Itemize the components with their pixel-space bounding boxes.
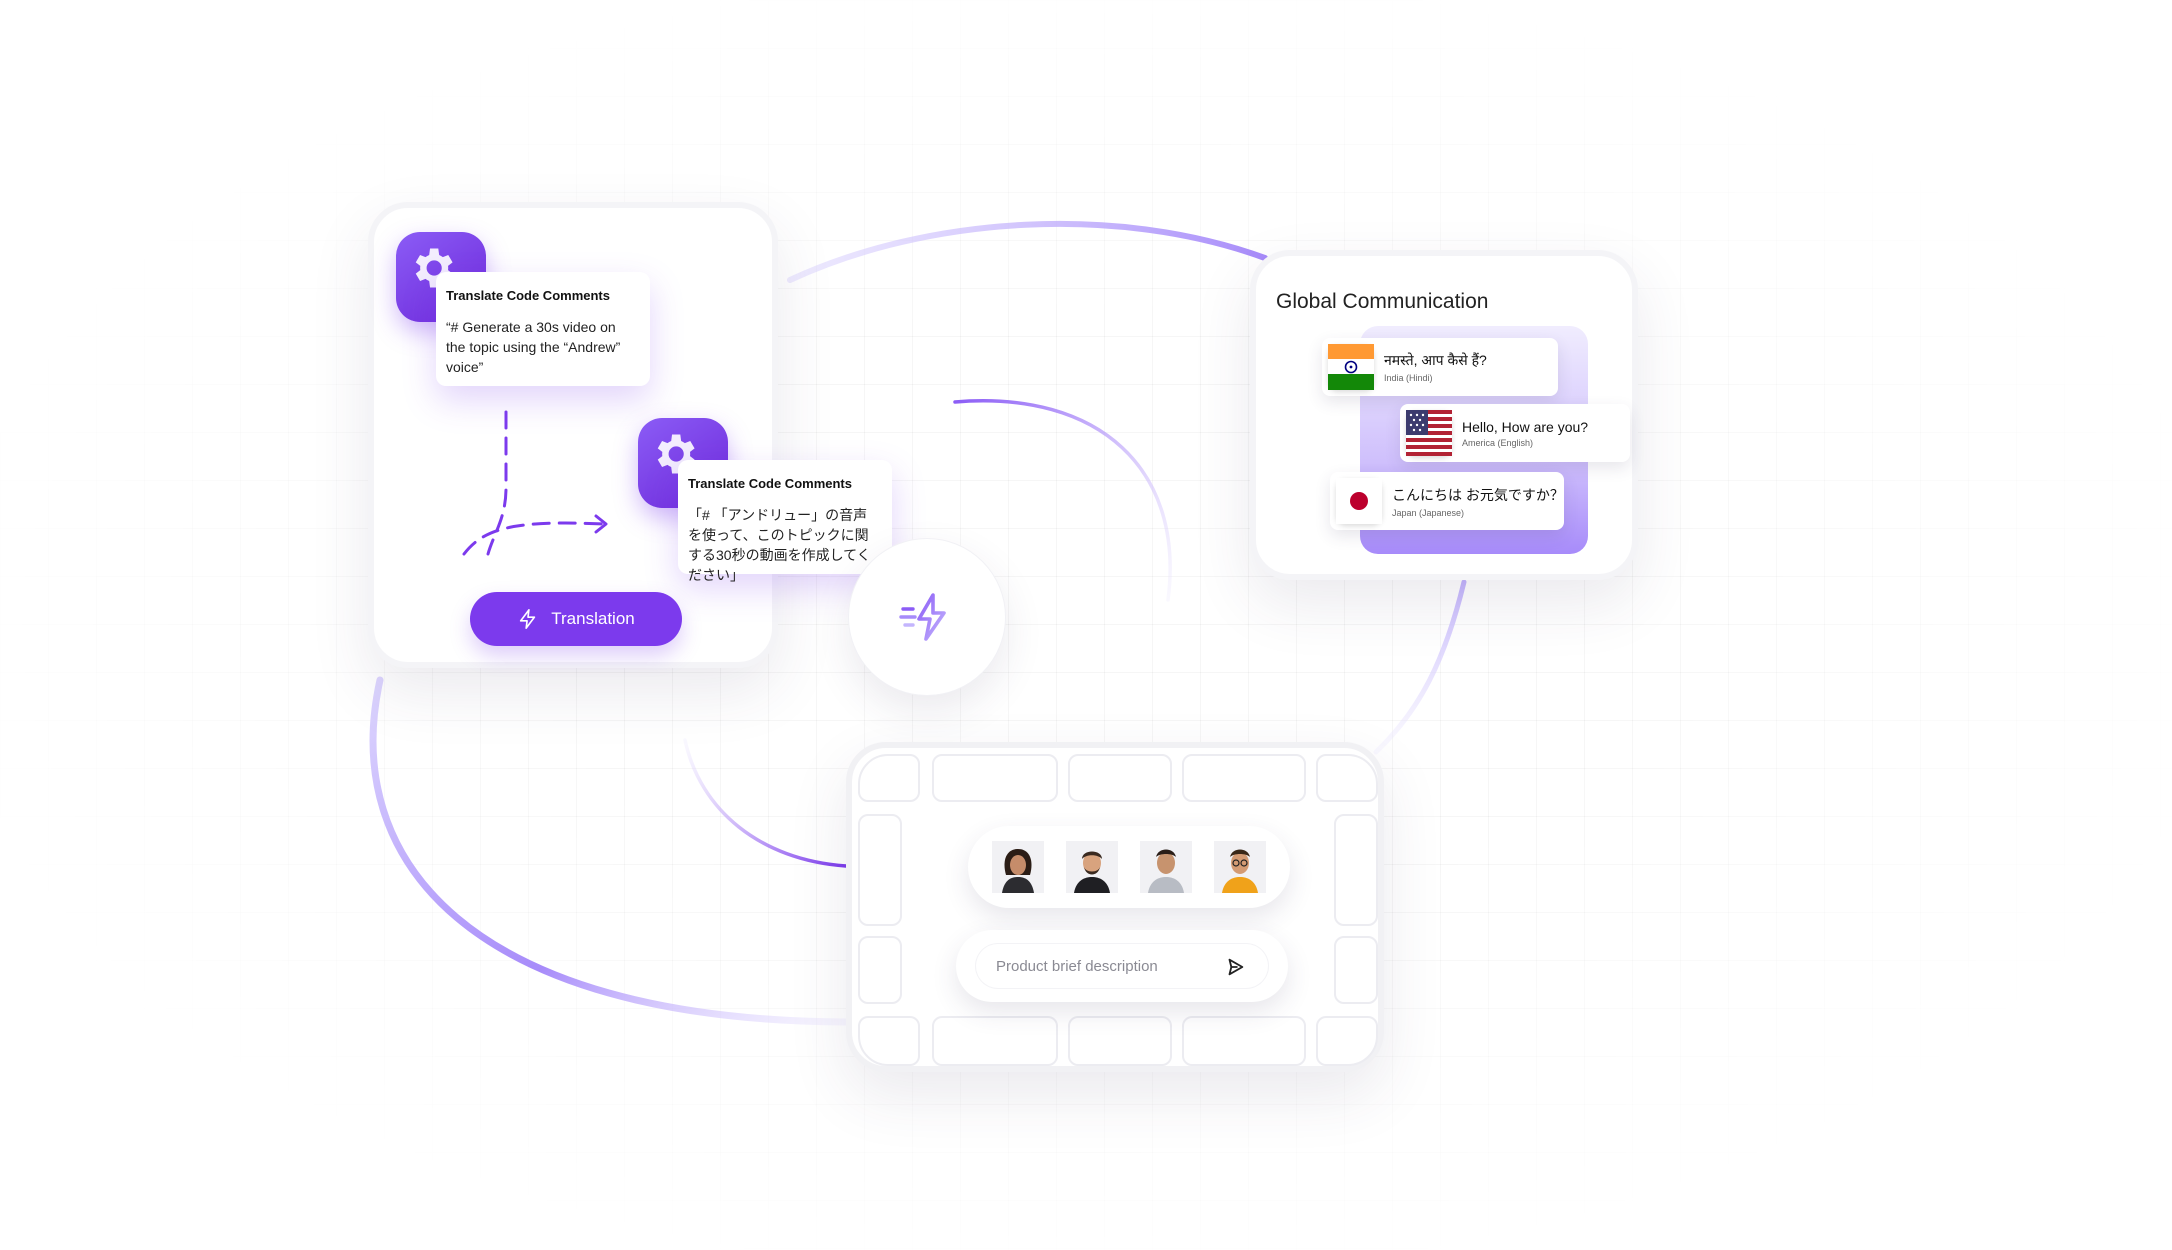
seat (858, 754, 920, 802)
translation-button-label: Translation (551, 609, 635, 628)
global-communication-title: Global Communication (1276, 290, 1489, 313)
avatar[interactable] (1140, 841, 1192, 893)
message-japanese-language: Japan (Japanese) (1392, 507, 1465, 518)
seat (1334, 814, 1378, 926)
note-english: Translate Code Comments “# Generate a 30… (436, 272, 650, 386)
curve-middle (953, 399, 1172, 602)
note-japanese: Translate Code Comments 「# 「アンドリュー」の音声を使… (678, 460, 892, 583)
message-japanese: こんにちは お元気ですか？ Japan (Japanese) (1330, 472, 1564, 530)
message-hindi-language: India (Hindi) (1384, 373, 1433, 383)
japan-flag-icon (1336, 478, 1382, 524)
fast-lightning-icon (899, 593, 946, 641)
curve-right (1373, 579, 1467, 755)
seat (932, 754, 1058, 802)
seat (1068, 754, 1172, 802)
note-japanese-title: Translate Code Comments (688, 476, 852, 491)
message-hindi: नमस्ते, आप कैसे हैं? India (Hindi) (1322, 338, 1558, 396)
curve-top (787, 220, 1268, 283)
seat (1068, 1016, 1172, 1066)
meeting-panel (846, 742, 1384, 1072)
note-english-title: Translate Code Comments (446, 288, 610, 303)
global-communication-card: Global Communication नमस्ते, आप कैसे हैं… (1250, 250, 1638, 580)
product-description-input[interactable] (976, 944, 1268, 988)
seat (1316, 1016, 1378, 1066)
seat (858, 1016, 920, 1066)
usa-flag-icon (1406, 410, 1452, 456)
note-japanese-body: 「# 「アンドリュー」の音声を使って、このトピックに関する30秒の動画を作成して… (688, 507, 871, 583)
dashed-arrow-icon (462, 410, 608, 556)
seat (858, 814, 902, 926)
message-hindi-text: नमस्ते, आप कैसे हैं? (1384, 352, 1487, 368)
translation-button[interactable]: Translation (470, 592, 682, 646)
person-icon (1140, 841, 1192, 893)
message-japanese-text: こんにちは お元気ですか？ (1392, 486, 1564, 503)
seat (1316, 754, 1378, 802)
message-english: Hello, How are you? America (English) (1400, 404, 1630, 462)
seat (932, 1016, 1058, 1066)
seat (1334, 936, 1378, 1004)
seat (1182, 754, 1306, 802)
india-flag-icon (1328, 344, 1374, 390)
message-english-language: America (English) (1462, 437, 1534, 448)
center-bolt-circle (848, 538, 1006, 696)
seat (858, 936, 902, 1004)
seat (1182, 1016, 1306, 1066)
participants-bar (968, 826, 1290, 908)
person-icon (1066, 841, 1118, 893)
curve-inner (683, 738, 848, 868)
note-english-body: “# Generate a 30s video on the topic usi… (446, 319, 621, 375)
person-icon (1214, 841, 1266, 893)
avatar[interactable] (992, 841, 1044, 893)
translation-card: Translate Code Comments “# Generate a 30… (368, 202, 892, 668)
prompt-bar (956, 930, 1288, 1002)
lightning-icon (520, 609, 536, 629)
curve-left (369, 676, 850, 1026)
avatar[interactable] (1214, 841, 1266, 893)
avatar[interactable] (1066, 841, 1118, 893)
person-icon (992, 841, 1044, 893)
send-icon[interactable] (1224, 956, 1246, 978)
message-english-text: Hello, How are you? (1462, 418, 1589, 435)
